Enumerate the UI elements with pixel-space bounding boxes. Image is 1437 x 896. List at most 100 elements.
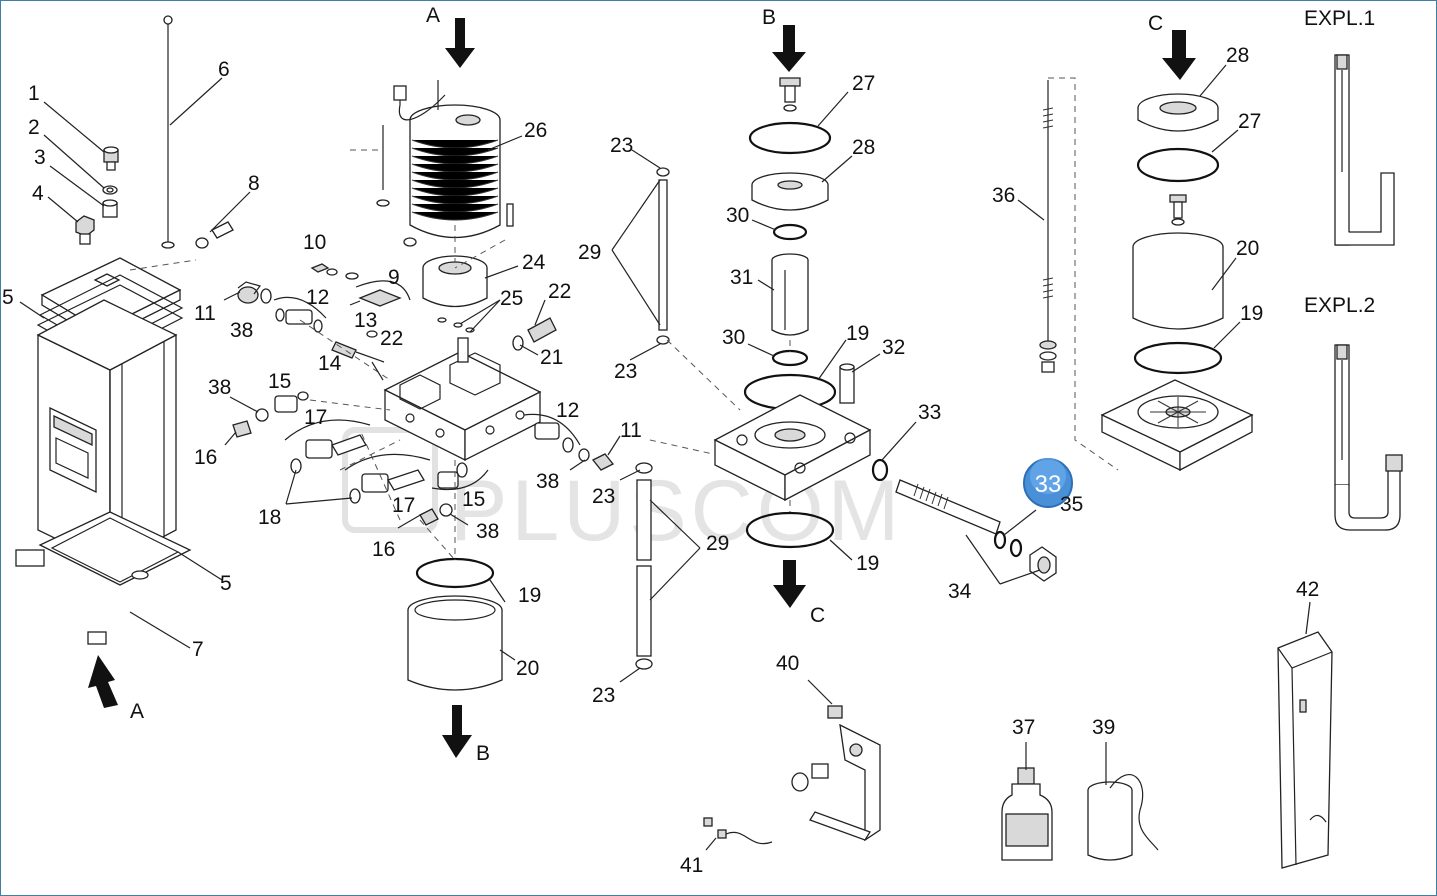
callout-label: 15 <box>462 488 485 511</box>
wand-42 <box>1277 631 1333 869</box>
arrow-b-top <box>772 25 806 72</box>
valve-block-assembly <box>232 80 615 691</box>
callout-label: 36 <box>992 184 1015 207</box>
arrow-c-top-label: C <box>1148 12 1163 35</box>
callout-label: 20 <box>1236 237 1259 260</box>
arrow-b-bottom-label: B <box>476 742 490 765</box>
callout-label: 10 <box>303 231 326 254</box>
callout-label: 22 <box>548 280 571 303</box>
callout-label: 12 <box>306 286 329 309</box>
arrow-c-bottom-label: C <box>810 604 825 627</box>
callout-label: 17 <box>392 494 415 517</box>
callout-label: 38 <box>536 470 559 493</box>
callout-label: 11 <box>194 302 216 325</box>
leader-lines-rod <box>1017 199 1045 221</box>
callout-label: 22 <box>380 327 403 350</box>
callout-label: 17 <box>304 406 327 429</box>
callout-label: 34 <box>948 580 972 603</box>
expl-1-label: EXPL.1 <box>1304 7 1375 30</box>
callout-label: 41 <box>680 854 703 877</box>
capacitor-39 <box>1087 742 1159 861</box>
callout-label: 19 <box>518 584 541 607</box>
callout-label: 30 <box>726 204 749 227</box>
leader-lines-tubes <box>611 149 701 683</box>
callout-label: 42 <box>1296 578 1319 601</box>
leader-lines-center <box>747 91 1041 585</box>
callout-label: 18 <box>258 506 281 529</box>
callout-label: 1 <box>28 82 40 105</box>
leader-lines-left <box>19 77 251 649</box>
control-box <box>15 15 234 645</box>
callout-label: 33 <box>918 401 941 424</box>
rod-assembly <box>1039 77 1119 471</box>
callout-label: 19 <box>1240 302 1263 325</box>
arrow-letters: A A B B C C <box>130 4 1163 765</box>
badge-33: 33 <box>1023 458 1073 508</box>
callout-label: 26 <box>524 119 547 142</box>
expl-1-tool <box>1334 54 1395 246</box>
callout-label: 30 <box>722 326 745 349</box>
callout-label: 23 <box>610 134 633 157</box>
arrow-a-top-label: A <box>426 4 440 27</box>
callout-labels: 1 2 3 4 5 5 6 7 8 9 10 11 38 12 13 14 22… <box>2 44 1319 877</box>
callout-label: 24 <box>522 251 546 274</box>
lamp-bracket-40 <box>791 679 881 842</box>
callout-label: 40 <box>776 652 799 675</box>
callout-label: 28 <box>852 136 875 159</box>
callout-label: 27 <box>852 72 875 95</box>
callout-label: 12 <box>556 399 579 422</box>
callout-label: 38 <box>208 376 231 399</box>
arrow-a-bottom <box>88 655 118 708</box>
arrow-a-top <box>445 18 475 68</box>
tubes-assembly <box>635 167 741 670</box>
callout-label: 28 <box>1226 44 1249 67</box>
callout-label: 11 <box>620 419 642 442</box>
callout-label: 38 <box>230 319 253 342</box>
arrow-a-bottom-label: A <box>130 700 144 723</box>
callout-label: 35 <box>1060 493 1083 516</box>
callout-label: 2 <box>28 116 40 139</box>
callout-label: 19 <box>846 322 869 345</box>
callout-label: 25 <box>500 287 523 310</box>
callout-label: 39 <box>1092 716 1115 739</box>
callout-label: 27 <box>1238 110 1261 133</box>
arrow-b-bottom <box>442 705 472 758</box>
leader-lines-tank <box>1199 64 1241 349</box>
callout-label: 8 <box>248 172 260 195</box>
callout-label: 4 <box>32 182 44 205</box>
callout-label: 6 <box>218 58 230 81</box>
tank-assembly <box>1100 93 1254 472</box>
badge-text: 33 <box>1035 471 1062 498</box>
callout-label: 23 <box>614 360 637 383</box>
callout-label: 13 <box>354 309 377 332</box>
explanation-titles: EXPL.1 EXPL.2 <box>1304 7 1375 317</box>
callout-label: 29 <box>706 532 729 555</box>
callout-label: 37 <box>1012 716 1035 739</box>
callout-label: 23 <box>592 684 615 707</box>
expl-2-tool <box>1334 344 1403 531</box>
bottle-37 <box>1001 742 1053 861</box>
guide-lines-center-left <box>299 225 506 561</box>
callout-label: 9 <box>388 266 400 289</box>
leader-lines-wand <box>1305 601 1311 635</box>
expl-2-label: EXPL.2 <box>1304 294 1375 317</box>
arrow-c-top <box>1162 30 1196 80</box>
callout-label: 31 <box>730 266 753 289</box>
callout-label: 3 <box>34 146 46 169</box>
callout-label: 19 <box>856 552 879 575</box>
callout-label: 20 <box>516 657 539 680</box>
callout-label: 21 <box>540 346 563 369</box>
callout-label: 23 <box>592 485 615 508</box>
arrow-b-top-label: B <box>762 6 776 29</box>
callout-label: 38 <box>476 520 499 543</box>
cable-41 <box>703 817 773 851</box>
leader-lines-center-left <box>223 135 621 661</box>
callout-label: 7 <box>192 638 204 661</box>
callout-label: 5 <box>220 572 232 595</box>
callout-label: 5 <box>2 286 14 309</box>
callout-label: 15 <box>268 370 291 393</box>
pump-head-assembly <box>713 77 1057 582</box>
callout-label: 16 <box>372 538 395 561</box>
callout-label: 16 <box>194 446 217 469</box>
